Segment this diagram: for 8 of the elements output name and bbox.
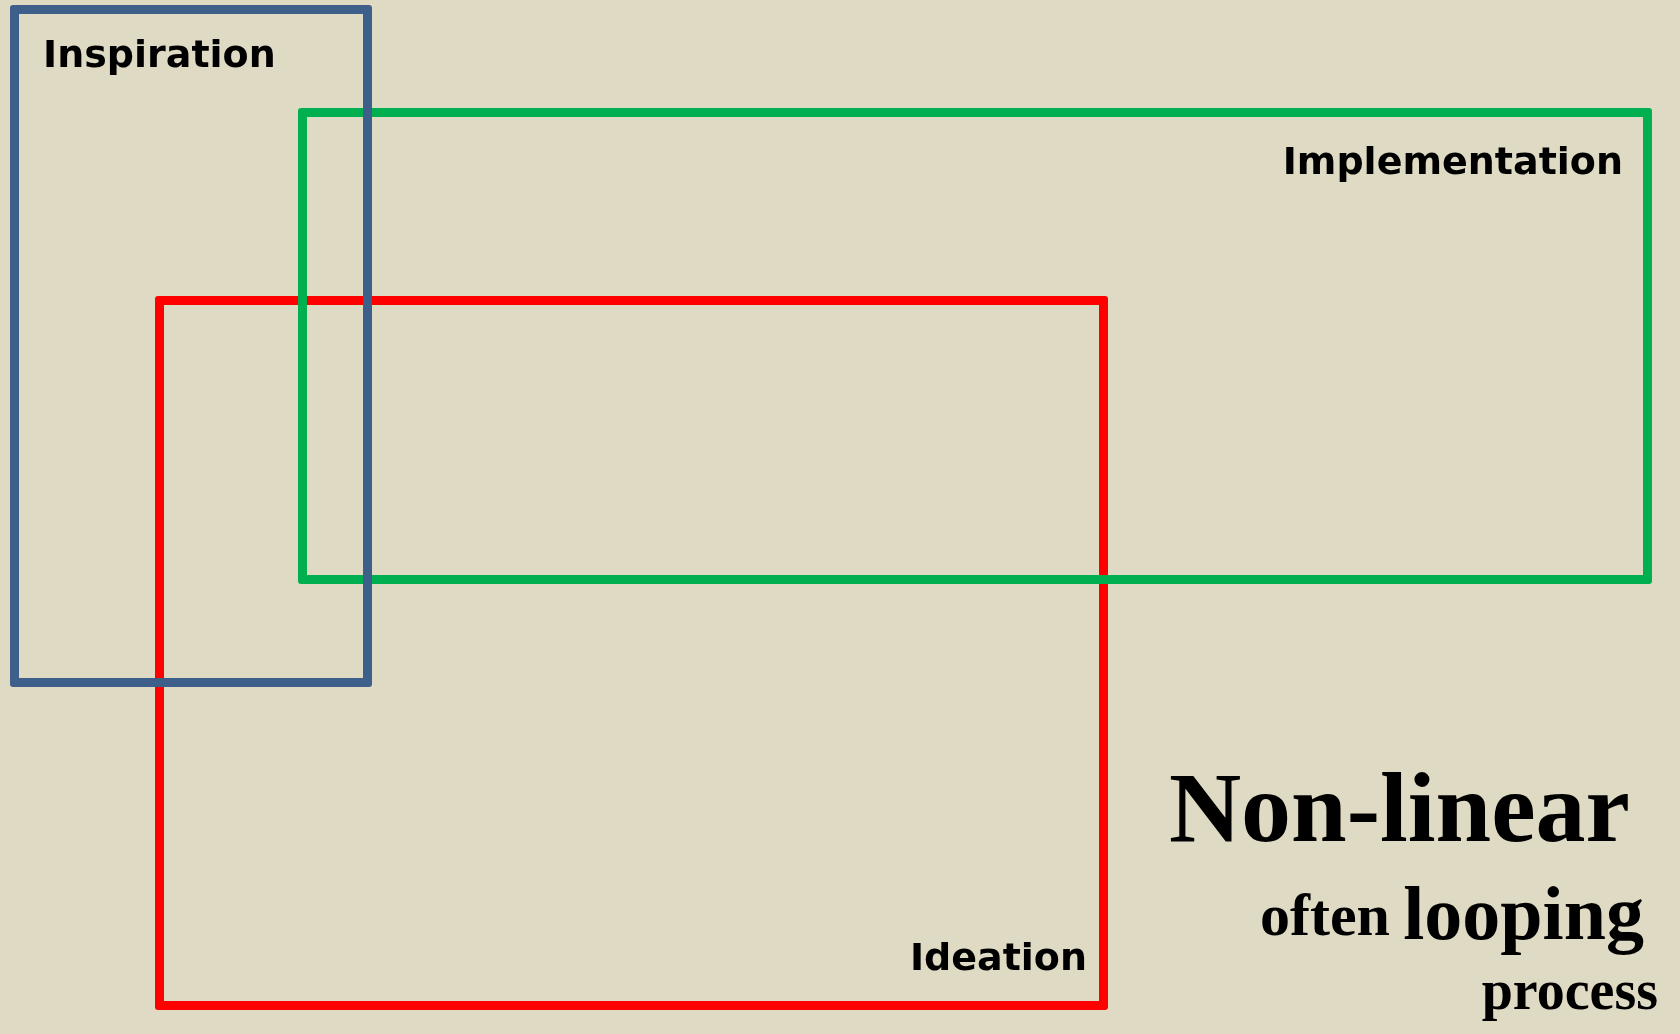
caption-text: Non-linear [1168, 758, 1630, 858]
phase-title: Ideation [909, 935, 1087, 979]
phase-title: Inspiration [43, 32, 276, 76]
phase-box [10, 5, 372, 687]
caption-text: often [1260, 885, 1390, 945]
phase-box [155, 296, 1108, 1010]
phase-box [298, 108, 1652, 584]
phase-title: Implementation [1282, 139, 1623, 183]
